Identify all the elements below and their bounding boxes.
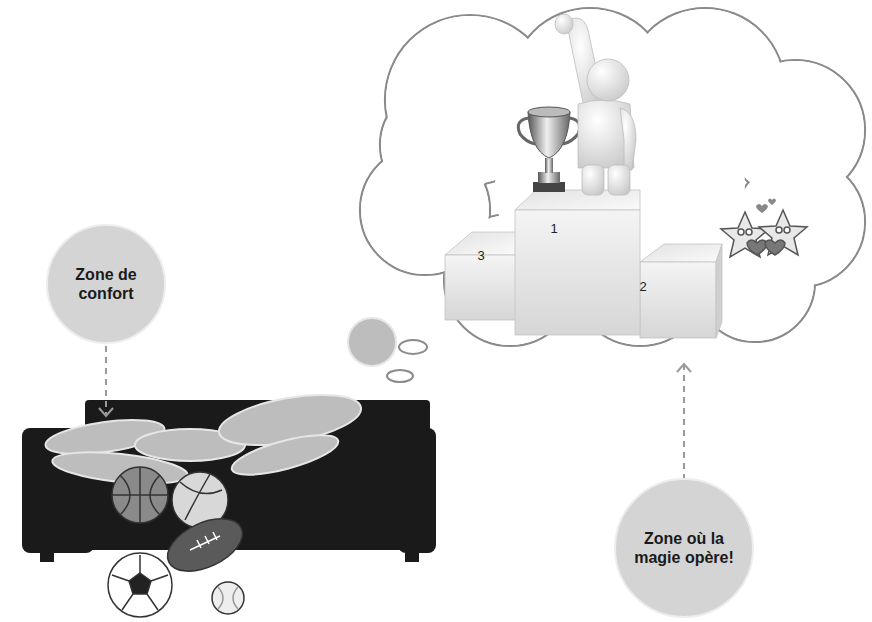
pointer-arrow	[99, 346, 691, 480]
winner-figure	[555, 14, 636, 195]
circle-outline	[46, 224, 166, 344]
podium-rank: 2	[639, 279, 646, 294]
podium-rank: 1	[550, 221, 557, 236]
zone-circle: Zone où la magie opère!	[614, 478, 754, 618]
zone-label: Zone où la magie opère!	[626, 529, 742, 567]
podium	[445, 190, 722, 338]
stars-icon	[721, 199, 807, 258]
zone-label: Zone de confort	[58, 265, 154, 303]
trophy	[518, 107, 579, 192]
reclining-figure	[43, 318, 396, 489]
circle-outline	[614, 478, 754, 618]
thought-cloud	[360, 8, 865, 382]
zone-circle: Zone de confort	[46, 224, 166, 344]
sports-balls	[108, 467, 251, 617]
podium-rank: 3	[477, 248, 484, 263]
